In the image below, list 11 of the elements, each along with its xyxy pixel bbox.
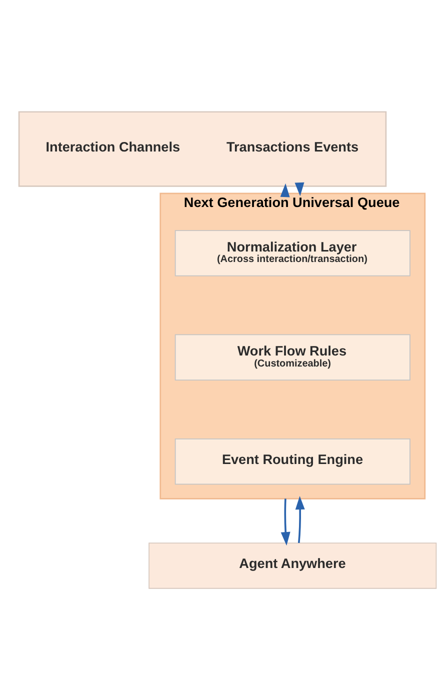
arrow [295, 495, 305, 542]
arrow [294, 182, 304, 196]
node-box: Normalization Layer (Across interaction/transaction) [174, 230, 410, 276]
node-box: Work Flow Rules (Customizeable) [174, 334, 410, 380]
node-box: Event Routing Engine [174, 438, 410, 484]
node-text: Transactions Events [226, 138, 359, 154]
arrow [280, 182, 290, 197]
node-box: Agent Anywhere [148, 542, 437, 588]
cluster [18, 110, 387, 186]
arrow [280, 498, 290, 546]
node-text: Interaction Channels [46, 138, 180, 154]
